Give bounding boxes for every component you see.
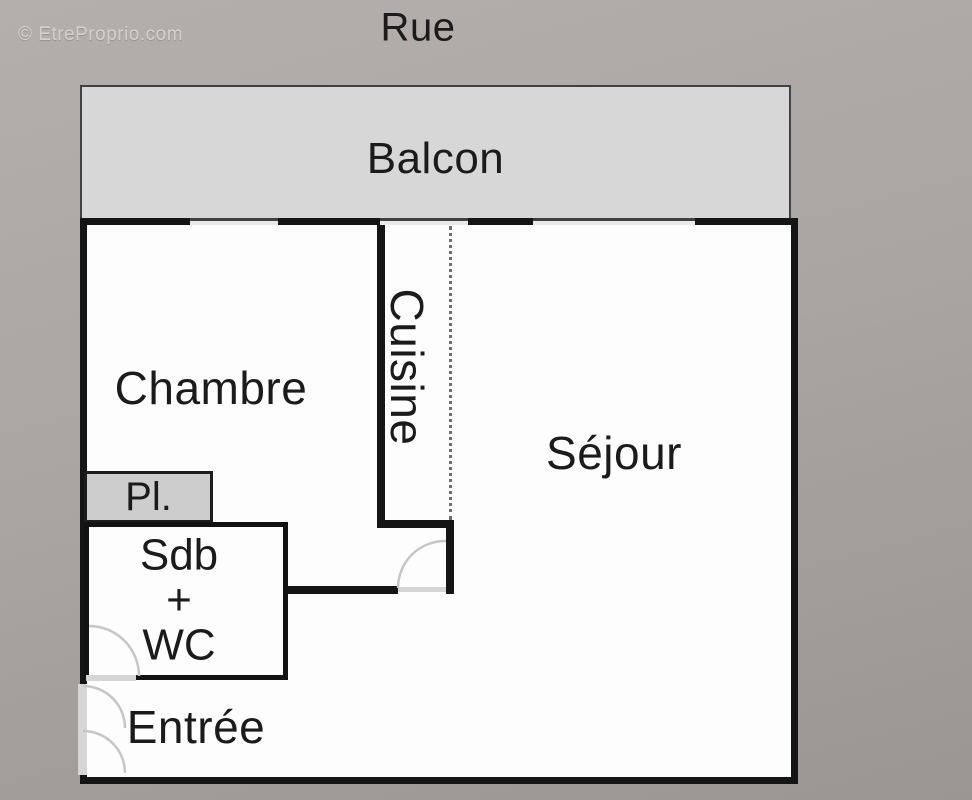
- bedroom-label: Chambre: [114, 362, 308, 414]
- entrance-label: Entrée: [126, 701, 266, 753]
- living-room-label: Séjour: [546, 427, 682, 479]
- watermark: © EtreProprio.com: [18, 24, 184, 45]
- closet-box: Pl.: [84, 471, 213, 523]
- bathroom-label-line2: +: [166, 575, 192, 625]
- kitchen-label: Cuisine: [381, 288, 433, 446]
- entrance-door-opening: [78, 684, 87, 775]
- bathroom-door-opening: [86, 675, 136, 681]
- living-door-opening: [398, 587, 446, 592]
- vestibule-wall: [446, 528, 454, 594]
- hallway-wall: [287, 586, 398, 594]
- kitchen-left-wall: [377, 225, 385, 528]
- window-opening: [380, 218, 468, 225]
- bathroom-label-line3: WC: [142, 620, 216, 670]
- bathroom-label-line1: Sdb: [139, 530, 219, 580]
- kitchen-bottom-wall: [377, 520, 454, 528]
- bathroom-label: Sdb + WC: [140, 533, 218, 668]
- window-opening: [533, 218, 695, 225]
- balcony-area: Balcon: [80, 85, 791, 218]
- window-opening: [190, 218, 278, 225]
- street-label: Rue: [380, 5, 456, 50]
- balcony-label: Balcon: [366, 133, 505, 183]
- closet-label: Pl.: [125, 474, 172, 519]
- kitchen-open-divider: [449, 226, 452, 520]
